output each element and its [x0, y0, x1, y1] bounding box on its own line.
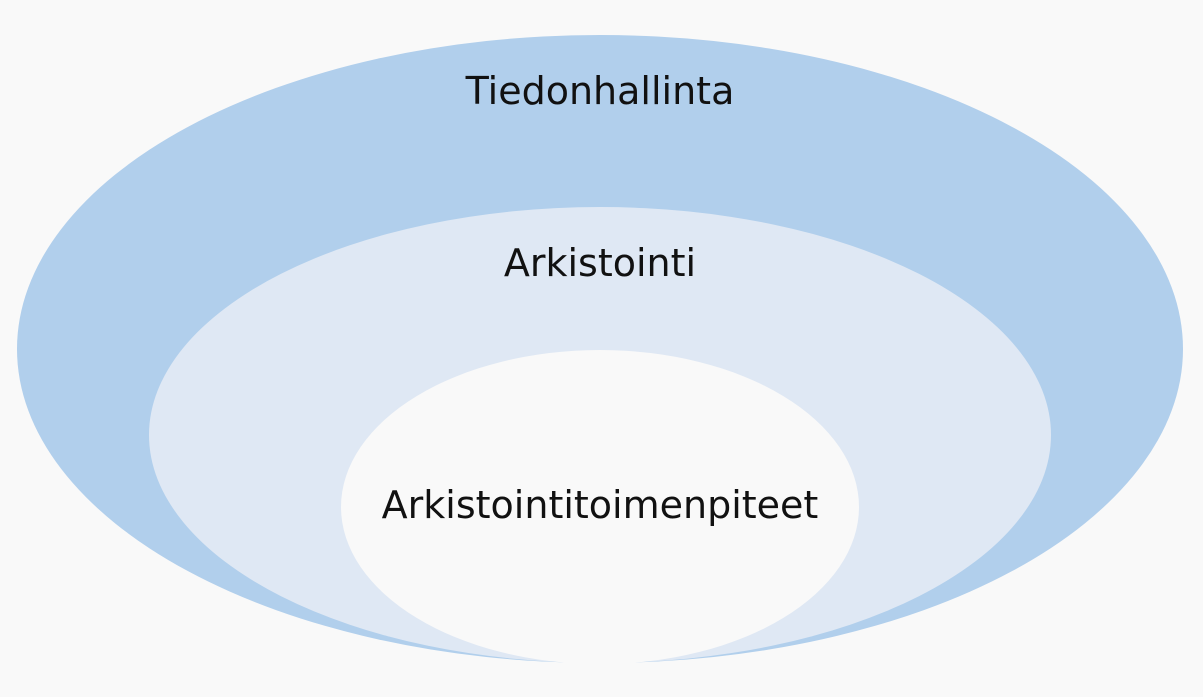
inner-ellipse-arkistointitoimenpiteet	[341, 350, 859, 664]
label-tiedonhallinta: Tiedonhallinta	[465, 69, 735, 113]
label-arkistointi: Arkistointi	[504, 241, 696, 285]
label-arkistointitoimenpiteet: Arkistointitoimenpiteet	[382, 483, 819, 527]
